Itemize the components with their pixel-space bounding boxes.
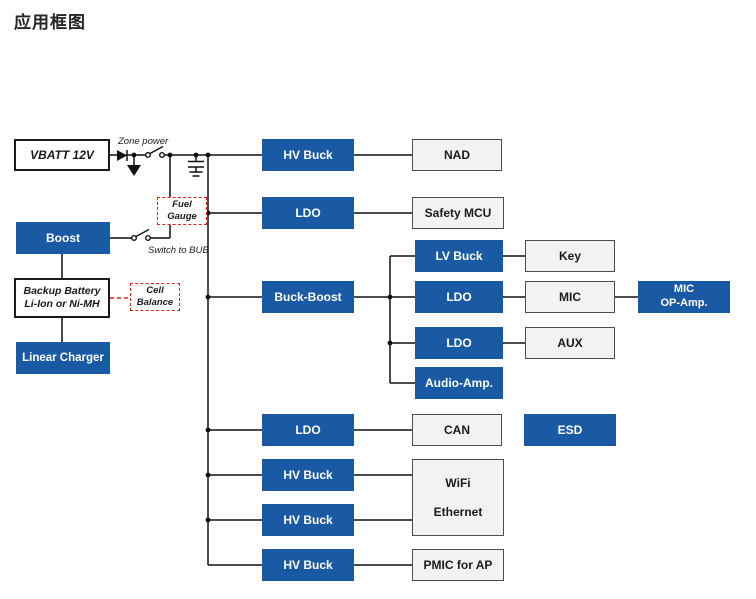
page-title: 应用框图 <box>14 13 86 32</box>
capacitor-ground-icon <box>188 155 204 177</box>
block-backup-battery: Backup Battery Li-Ion or Ni-MH <box>14 278 110 318</box>
block-hv-buck-2: HV Buck <box>262 459 354 491</box>
mic-op-amp-line2: OP-Amp. <box>660 297 708 309</box>
block-wifi-ethernet: WiFi Ethernet <box>412 459 504 536</box>
block-pmic-for-ap: PMIC for AP <box>412 549 504 581</box>
backup-battery-line1: Backup Battery <box>23 284 101 297</box>
block-ldo-mic: LDO <box>415 281 503 313</box>
zone-power-label: Zone power <box>118 136 169 147</box>
block-buck-boost: Buck-Boost <box>262 281 354 313</box>
block-can: CAN <box>412 414 502 446</box>
block-mic-op-amp: MIC OP-Amp. <box>638 281 730 313</box>
wires <box>61 154 638 566</box>
block-ldo-1: LDO <box>262 197 354 229</box>
block-hv-buck-1: HV Buck <box>262 139 354 171</box>
backup-battery-line2: Li-Ion or Ni-MH <box>24 298 100 310</box>
fuel-gauge-line2: Gauge <box>167 211 197 222</box>
block-mic: MIC <box>525 281 615 313</box>
block-ldo-2: LDO <box>262 414 354 446</box>
wire-buckboost-branch <box>354 255 415 384</box>
wifi-line1: WiFi <box>445 475 471 490</box>
block-ldo-aux: LDO <box>415 327 503 359</box>
block-nad: NAD <box>412 139 502 171</box>
block-fuel-gauge: Fuel Gauge <box>157 197 207 225</box>
block-hv-buck-4: HV Buck <box>262 549 354 581</box>
block-audio-amp: Audio-Amp. <box>415 367 503 399</box>
block-boost: Boost <box>16 222 110 254</box>
fuel-gauge-line1: Fuel <box>172 199 192 211</box>
block-safety-mcu: Safety MCU <box>412 197 504 229</box>
circuit-symbols <box>110 145 393 523</box>
block-esd: ESD <box>524 414 616 446</box>
block-key: Key <box>525 240 615 272</box>
zone-power-switch-icon <box>144 145 165 158</box>
wifi-line2: Ethernet <box>433 504 483 519</box>
wire-row-links <box>354 154 412 566</box>
block-lv-buck: LV Buck <box>415 240 503 272</box>
mic-op-amp-line1: MIC <box>673 283 695 296</box>
cell-balance-line1: Cell <box>146 285 164 297</box>
cell-balance-line2: Balance <box>136 297 174 308</box>
ground-icon <box>127 155 141 176</box>
bub-switch-icon <box>130 228 151 241</box>
block-aux: AUX <box>525 327 615 359</box>
block-vbatt: VBATT 12V <box>14 139 110 171</box>
block-linear-charger: Linear Charger <box>16 342 110 374</box>
wire-bus-branches <box>208 212 262 566</box>
switch-to-bub-label: Switch to BUB <box>148 245 209 256</box>
diode-icon <box>117 150 128 161</box>
block-hv-buck-3: HV Buck <box>262 504 354 536</box>
block-cell-balance: Cell Balance <box>130 283 180 311</box>
wire-sub-links <box>503 255 638 344</box>
